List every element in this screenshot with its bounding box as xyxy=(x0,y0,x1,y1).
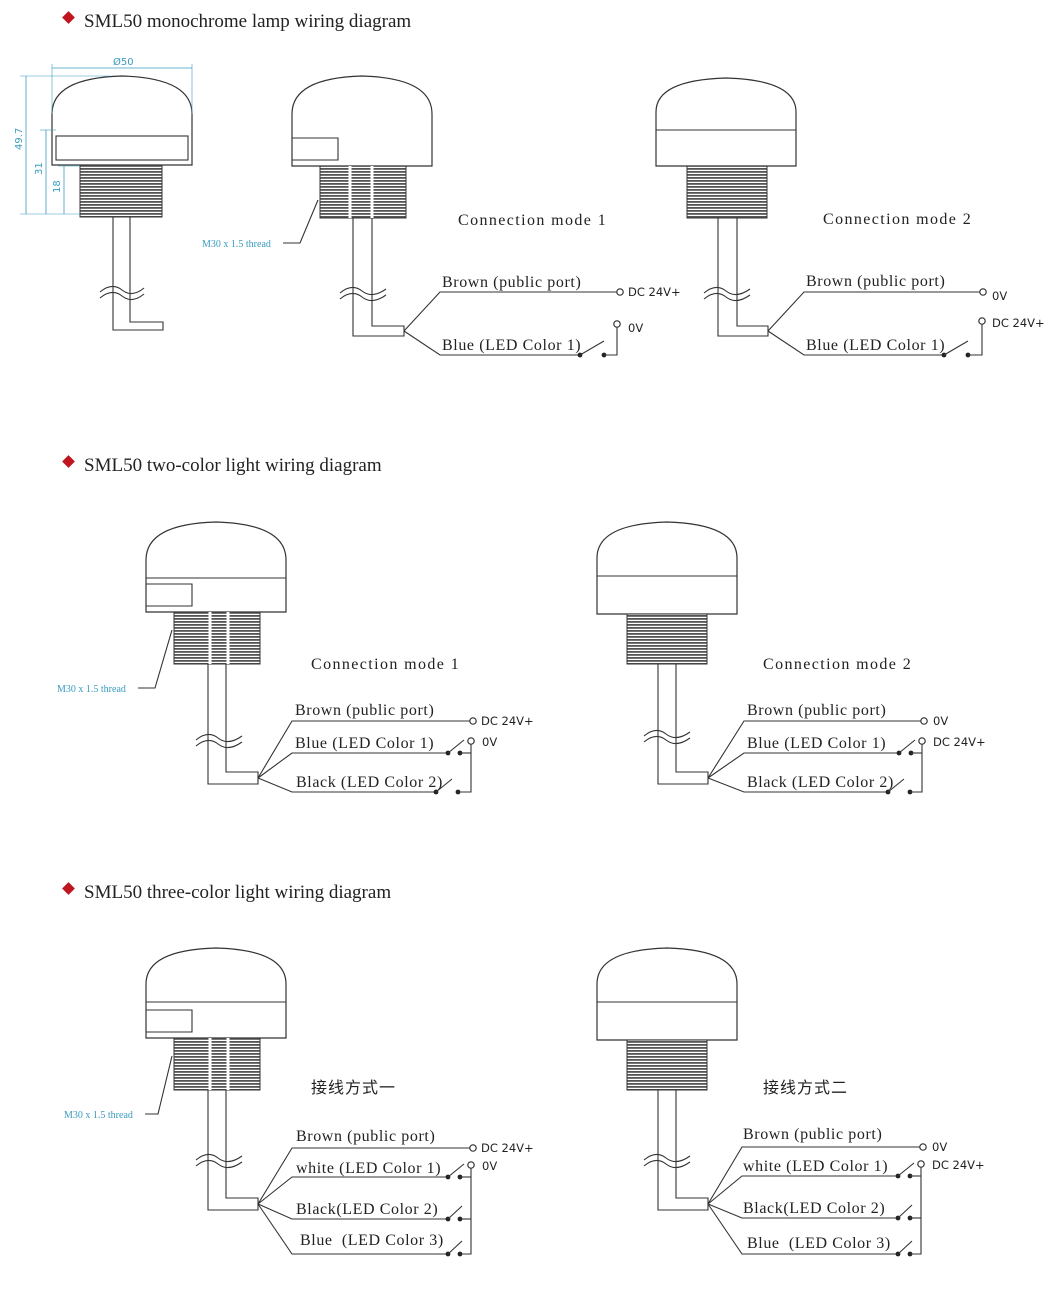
wire-label: Blue (LED Color 1) xyxy=(747,735,886,752)
lamp-mono-mode1: M30 x 1.5 thread xyxy=(202,75,433,337)
terminal-icon xyxy=(918,737,926,745)
wire-label: Blue (LED Color 1) xyxy=(806,337,945,354)
section-bullet-icon xyxy=(62,455,75,468)
terminal-label: DC 24V+ xyxy=(481,1141,534,1155)
lamp-two-mode2 xyxy=(596,521,738,785)
two-mode1-wiring: Connection mode 1 DC 24V+ 0V Brown (publ… xyxy=(257,656,534,795)
terminal-label: DC 24V+ xyxy=(628,285,681,299)
section-title: SML50 monochrome lamp wiring diagram xyxy=(84,11,411,32)
terminal-icon xyxy=(917,1160,925,1168)
three-mode1-wiring: 接线方式一 DC 24V+ 0V Brown (public port) whi… xyxy=(257,1078,534,1257)
wire-label: white (LED Color 1) xyxy=(743,1158,888,1175)
terminal-label: DC 24V+ xyxy=(481,714,534,728)
wire-label: Brown (public port) xyxy=(806,273,945,290)
terminal-label: DC 24V+ xyxy=(932,1158,985,1172)
mode-title: 接线方式一 xyxy=(311,1078,396,1097)
section-title: SML50 two-color light wiring diagram xyxy=(84,455,382,476)
two-mode2-wiring: Connection mode 2 0V DC 24V+ Brown (publ… xyxy=(707,656,986,795)
lamp-three-mode1: M30 x 1.5 thread xyxy=(64,947,287,1211)
section-bullet-icon xyxy=(62,11,75,24)
wire-label: Black (LED Color 2) xyxy=(747,774,894,791)
wire-label: Brown (public port) xyxy=(442,274,581,291)
terminal-icon xyxy=(979,288,987,296)
wire-label: Blue (LED Color 3) xyxy=(300,1232,444,1249)
mode-title: Connection mode 2 xyxy=(763,656,912,673)
lamp-mono-mode2 xyxy=(655,77,797,337)
terminal-icon xyxy=(978,317,986,325)
thread-label: M30 x 1.5 thread xyxy=(64,1110,133,1121)
terminal-label: 0V xyxy=(482,1159,497,1173)
section-two-color: SML50 two-color light wiring diagram M30… xyxy=(57,455,986,795)
thread-label: M30 x 1.5 thread xyxy=(57,684,126,695)
mono-mode1-wiring: Connection mode 1 DC 24V+ 0V Brown (publ… xyxy=(403,212,681,358)
terminal-label: DC 24V+ xyxy=(933,735,986,749)
section-bullet-icon xyxy=(62,882,75,895)
mode-title: Connection mode 1 xyxy=(458,212,607,229)
section-three-color: SML50 three-color light wiring diagram M… xyxy=(62,882,985,1257)
wire-label: Blue (LED Color 1) xyxy=(442,337,581,354)
lamp-three-mode2 xyxy=(596,947,738,1211)
section-monochrome: SML50 monochrome lamp wiring diagram Ø50… xyxy=(14,11,1045,358)
wire-label: Brown (public port) xyxy=(743,1126,882,1143)
terminal-label: 0V xyxy=(628,321,643,335)
terminal-icon xyxy=(469,717,477,725)
terminal-icon xyxy=(920,717,928,725)
wire-label: Blue (LED Color 1) xyxy=(295,735,434,752)
wire-label: Black (LED Color 2) xyxy=(296,774,443,791)
mode-title: Connection mode 1 xyxy=(311,656,460,673)
mode-title: 接线方式二 xyxy=(763,1078,848,1097)
terminal-label: 0V xyxy=(992,289,1007,303)
terminal-icon xyxy=(919,1143,927,1151)
terminal-icon xyxy=(613,320,621,328)
mono-mode2-wiring: Connection mode 2 0V DC 24V+ Brown (publ… xyxy=(767,211,1045,358)
lamp-dimensioned: Ø50 49.7 31 18 xyxy=(14,56,193,331)
wire-label: Brown (public port) xyxy=(747,702,886,719)
lamp-two-mode1: M30 x 1.5 thread xyxy=(57,521,287,785)
dimension-height-total: 49.7 xyxy=(14,128,25,150)
three-mode2-wiring: 接线方式二 0V DC 24V+ Brown (public port) whi… xyxy=(707,1078,985,1257)
terminal-icon xyxy=(467,737,475,745)
wire-label: white (LED Color 1) xyxy=(296,1160,441,1177)
section-title: SML50 three-color light wiring diagram xyxy=(84,882,391,903)
terminal-label: 0V xyxy=(482,735,497,749)
wire-label: Brown (public port) xyxy=(295,702,434,719)
terminal-label: 0V xyxy=(932,1140,947,1154)
terminal-icon xyxy=(467,1161,475,1169)
thread-label: M30 x 1.5 thread xyxy=(202,239,271,250)
dimension-height-thread: 18 xyxy=(52,180,63,193)
dimension-height-mid: 31 xyxy=(34,162,45,175)
wire-label: Black(LED Color 2) xyxy=(296,1201,438,1218)
dimension-diameter: Ø50 xyxy=(113,56,134,68)
wire-label: Black(LED Color 2) xyxy=(743,1200,885,1217)
terminal-icon xyxy=(469,1144,477,1152)
wire-label: Brown (public port) xyxy=(296,1128,435,1145)
terminal-label: 0V xyxy=(933,714,948,728)
mode-title: Connection mode 2 xyxy=(823,211,972,228)
terminal-label: DC 24V+ xyxy=(992,316,1045,330)
wire-label: Blue (LED Color 3) xyxy=(747,1235,891,1252)
terminal-icon xyxy=(616,288,624,296)
